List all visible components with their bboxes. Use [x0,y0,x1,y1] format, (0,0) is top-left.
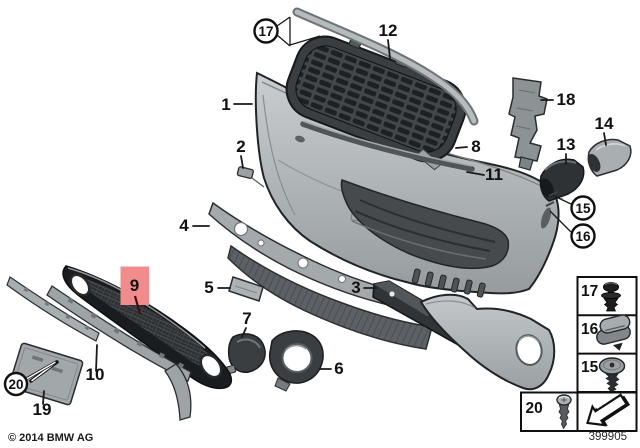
part-10-trim-strip [46,285,192,421]
part-label-11[interactable]: 11 [485,165,503,184]
view-direction-arrow-icon [586,393,631,427]
part-14-air-duct [587,138,632,177]
legend-row-17: 17 [581,282,621,312]
arrow-cell [576,391,638,432]
left-trim-strip [6,276,100,342]
legend-label-17: 17 [581,283,598,300]
part-label-3[interactable]: 3 [351,278,360,297]
washer-head-screw-icon [598,357,626,392]
part-label-7[interactable]: 7 [242,309,251,328]
circled-label-20[interactable]: 20 [8,377,23,392]
legend-row-16: 16 [581,314,631,351]
part-label-6[interactable]: 6 [334,359,343,378]
part-callout-labels: 1 2 3 4 5 6 7 8 10 11 12 13 14 18 19 [33,21,614,419]
part-19-plate-base [8,342,84,406]
legend-label-15: 15 [581,359,599,376]
part-label-13[interactable]: 13 [557,135,576,154]
part-5-trim-piece [228,276,264,302]
legend-row-15: 15 [581,357,626,392]
legend-label-16: 16 [581,321,599,338]
circled-callout-17[interactable]: 17 [253,18,279,44]
part-label-14[interactable]: 14 [595,114,614,133]
part-label-1[interactable]: 1 [221,95,230,114]
part-1-bumper-cover [254,71,560,298]
part-label-5[interactable]: 5 [204,278,213,297]
legend-label-20: 20 [526,400,543,417]
spring-nut-clip-icon [596,314,631,351]
circled-label-17[interactable]: 17 [258,24,273,39]
fastener-legend-table: 17 16 15 [576,276,638,393]
part-label-12[interactable]: 12 [379,21,398,40]
part-label-9[interactable]: 9 [130,276,139,295]
part-11-trim-strip [300,120,475,172]
tapping-screw-icon [556,394,572,430]
expansion-rivet-icon [601,282,621,312]
part-label-8[interactable]: 8 [471,137,480,156]
copyright-text: © 2014 BMW AG [8,432,93,444]
part-13-air-duct [539,158,585,202]
circled-callout-15[interactable]: 15 [570,195,596,221]
part-7-fog-lamp-cover [226,333,266,375]
highlighted-callout-9[interactable]: 9 [120,266,150,315]
circled-label-16[interactable]: 16 [575,229,591,244]
part-6-fog-lamp-bezel [268,330,324,392]
circled-callout-20[interactable]: 20 [3,371,29,397]
bumper-lower-corner-piece [419,293,556,391]
part-label-18[interactable]: 18 [557,90,576,109]
part-8-radiator-grille [285,35,467,171]
circled-label-15[interactable]: 15 [575,201,591,216]
screw-cell-20: 20 [520,391,579,432]
part-9-mesh-grille-highlighted [62,265,233,390]
part-label-19[interactable]: 19 [33,400,52,419]
part-label-2[interactable]: 2 [236,137,245,156]
part-18-bracket [508,77,548,171]
part-label-4[interactable]: 4 [179,216,189,235]
drawing-number: 399905 [589,431,627,443]
part-2-clip [236,166,265,188]
circled-callout-16[interactable]: 16 [570,223,596,249]
part-12-grille-trim-strip [292,7,479,126]
leader-lines [24,16,607,405]
part-label-10[interactable]: 10 [86,365,105,384]
